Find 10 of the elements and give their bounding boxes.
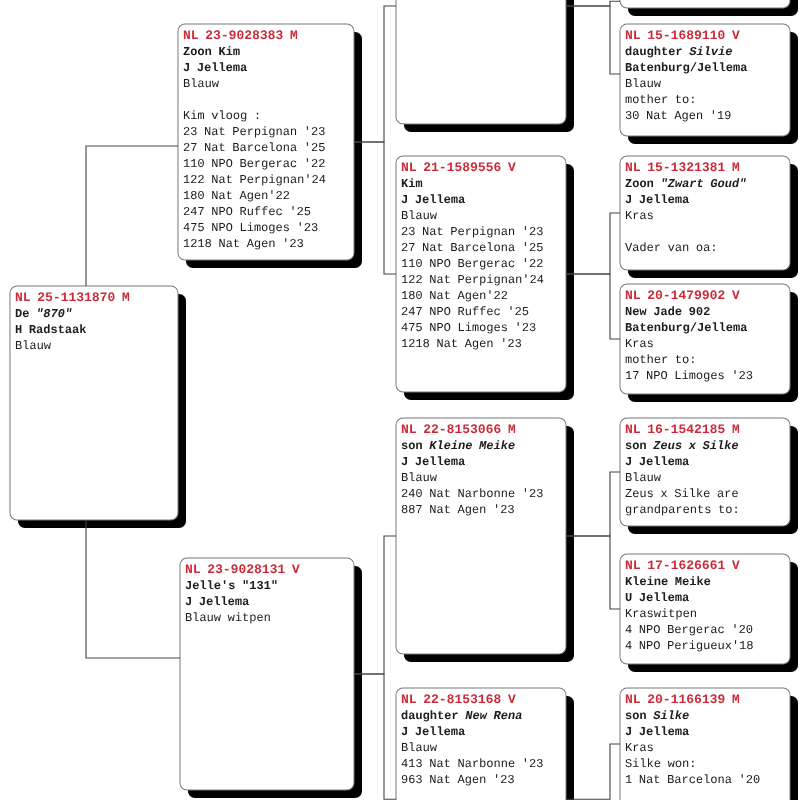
- pedigree-card: [619, 0, 798, 16]
- connector-line: [565, 273, 621, 340]
- pedigree-card: [395, 0, 574, 132]
- connector-line: [565, 743, 621, 800]
- connector-line: [353, 673, 397, 800]
- connector-line: [353, 141, 397, 275]
- connector-line: [565, 535, 621, 610]
- connector-line: [85, 519, 181, 659]
- connector-line: [85, 145, 179, 287]
- connector-line: [565, 5, 621, 75]
